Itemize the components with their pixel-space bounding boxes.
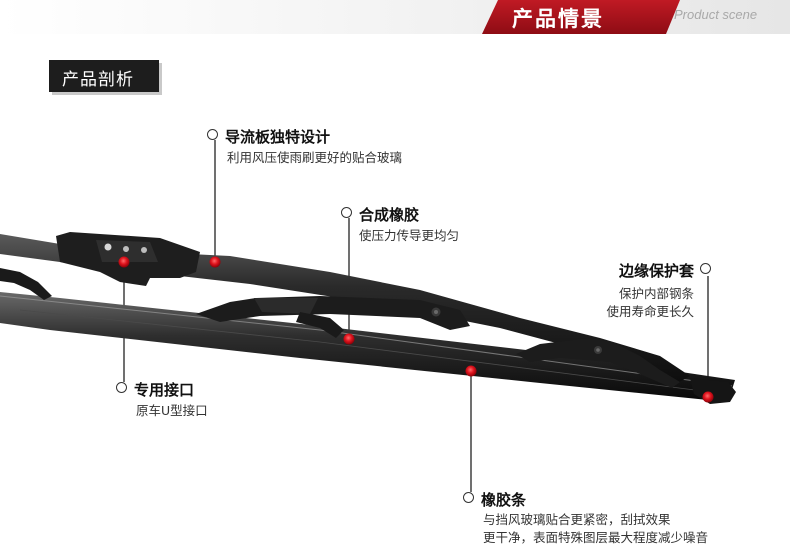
edge-cap: [690, 378, 736, 404]
ring-marker-composite: [341, 207, 352, 218]
spoiler-title: 导流板独特设计: [225, 128, 331, 146]
edge-desc-1: 保护内部钢条: [618, 286, 694, 301]
rubber-strip: [0, 292, 735, 402]
rubber-desc-1: 与挡风玻璃贴合更紧密，刮拭效果: [483, 512, 671, 527]
ring-marker-rubber: [463, 492, 474, 503]
spoiler-desc: 利用风压使雨刷更好的贴合玻璃: [227, 150, 403, 165]
edge-title: 边缘保护套: [618, 262, 694, 280]
page-subtitle: Product scene: [674, 7, 758, 22]
banner-title-background: [482, 0, 680, 34]
composite-desc: 使压力传导更均匀: [359, 228, 460, 243]
right-bridge: [516, 338, 680, 388]
marker-dot-composite: [343, 333, 355, 345]
rubber-title: 橡胶条: [481, 491, 527, 509]
section-tag: 产品剖析: [49, 60, 159, 92]
ring-marker-spoiler: [207, 129, 218, 140]
edge-desc-2: 使用寿命更长久: [606, 304, 694, 319]
left-claw: [0, 268, 52, 300]
composite-title: 合成橡胶: [359, 206, 420, 224]
ring-marker-edge: [700, 263, 711, 274]
page-title: 产品情景: [512, 7, 604, 31]
marker-dot-spoiler: [209, 256, 221, 268]
ring-marker-connector: [116, 382, 127, 393]
rubber-desc-2: 更干净，表面特殊图层最大程度减少噪音: [483, 530, 709, 545]
connector-title: 专用接口: [134, 381, 195, 399]
connector-desc: 原车U型接口: [136, 403, 208, 418]
marker-dot-rubber: [465, 365, 477, 377]
marker-dot-connector: [118, 256, 130, 268]
section-label: 产品剖析: [62, 70, 134, 90]
marker-dot-edge: [702, 391, 714, 403]
